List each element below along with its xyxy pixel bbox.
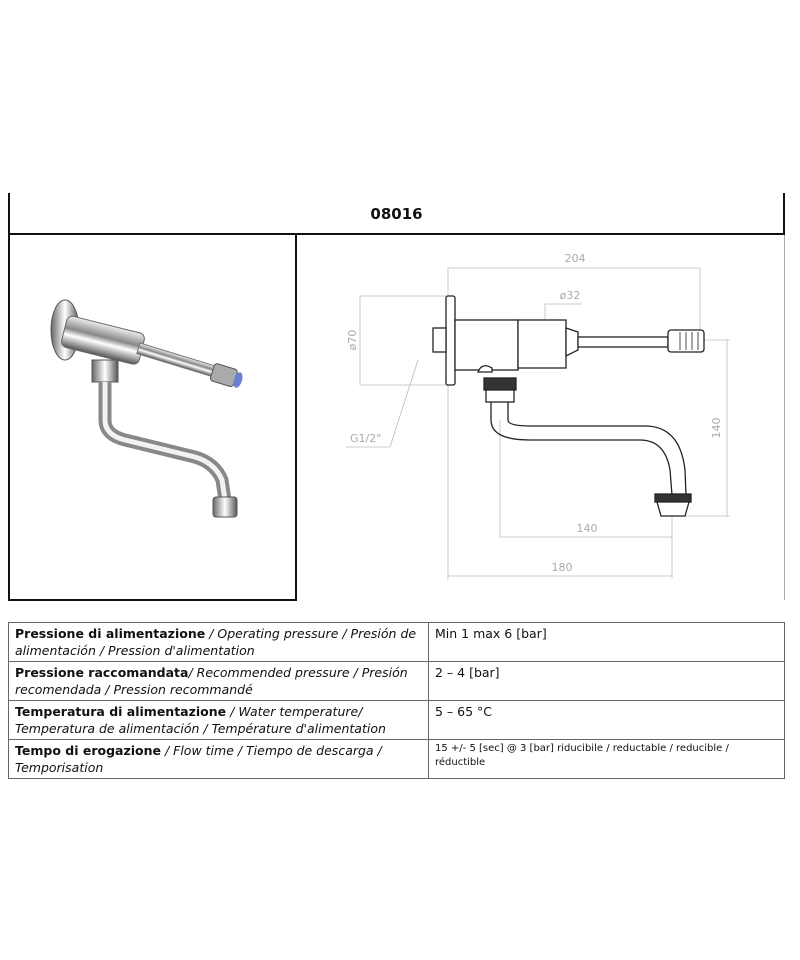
spec-label-translations: / Water temperature/ Temperatura de alim… <box>15 704 386 736</box>
spec-label-translations: / Recommended pressure / Presión recomen… <box>15 665 408 697</box>
table-row: Temperatura di alimentazione / Water tem… <box>8 700 785 740</box>
product-code: 08016 <box>370 205 423 223</box>
dim-thread: G1/2" <box>350 432 381 445</box>
spec-value: 5 – 65 °C <box>428 700 785 740</box>
spec-label-bold: Pressione raccomandata <box>15 665 189 680</box>
spec-label-translations: / Operating pressure / Presión de alimen… <box>15 626 417 658</box>
frame-right-line <box>783 193 785 235</box>
specs-table: Pressione di alimentazione / Operating p… <box>8 622 785 779</box>
header-divider <box>8 233 785 235</box>
spec-label: Temperatura di alimentazione / Water tem… <box>8 700 429 740</box>
table-row: Pressione di alimentazione / Operating p… <box>8 622 785 662</box>
table-row: Tempo di erogazione / Flow time / Tiempo… <box>8 739 785 779</box>
dim-spout-height: 140 <box>710 418 723 439</box>
technical-drawing: 204 ø32 ø70 G1/2" 140 140 180 <box>296 235 785 600</box>
dim-flange-diameter: ø70 <box>346 330 359 351</box>
spec-label: Pressione raccomandata/ Recommended pres… <box>8 661 429 701</box>
dim-spout-reach: 140 <box>577 522 598 535</box>
faucet-photo <box>50 299 243 518</box>
spec-label-bold: Pressione di alimentazione <box>15 626 206 641</box>
dim-overall-length: 204 <box>565 252 586 265</box>
spec-label-bold: Temperatura di alimentazione <box>15 704 227 719</box>
faucet-dimension-drawing: 204 ø32 ø70 G1/2" 140 140 180 <box>346 252 730 580</box>
spec-value: 2 – 4 [bar] <box>428 661 785 701</box>
frame-left-line <box>8 193 10 235</box>
dim-body-diameter: ø32 <box>560 289 581 302</box>
spec-value: 15 +/- 5 [sec] @ 3 [bar] riducibile / re… <box>428 739 785 779</box>
spec-label: Tempo di erogazione / Flow time / Tiempo… <box>8 739 429 779</box>
spec-label-translations: / Flow time / Tiempo de descarga / Tempo… <box>15 743 382 775</box>
spec-value: Min 1 max 6 [bar] <box>428 622 785 662</box>
table-row: Pressione raccomandata/ Recommended pres… <box>8 661 785 701</box>
spec-label-bold: Tempo di erogazione <box>15 743 161 758</box>
product-photo <box>8 235 297 601</box>
spec-label: Pressione di alimentazione / Operating p… <box>8 622 429 662</box>
dim-spout-length: 180 <box>552 561 573 574</box>
